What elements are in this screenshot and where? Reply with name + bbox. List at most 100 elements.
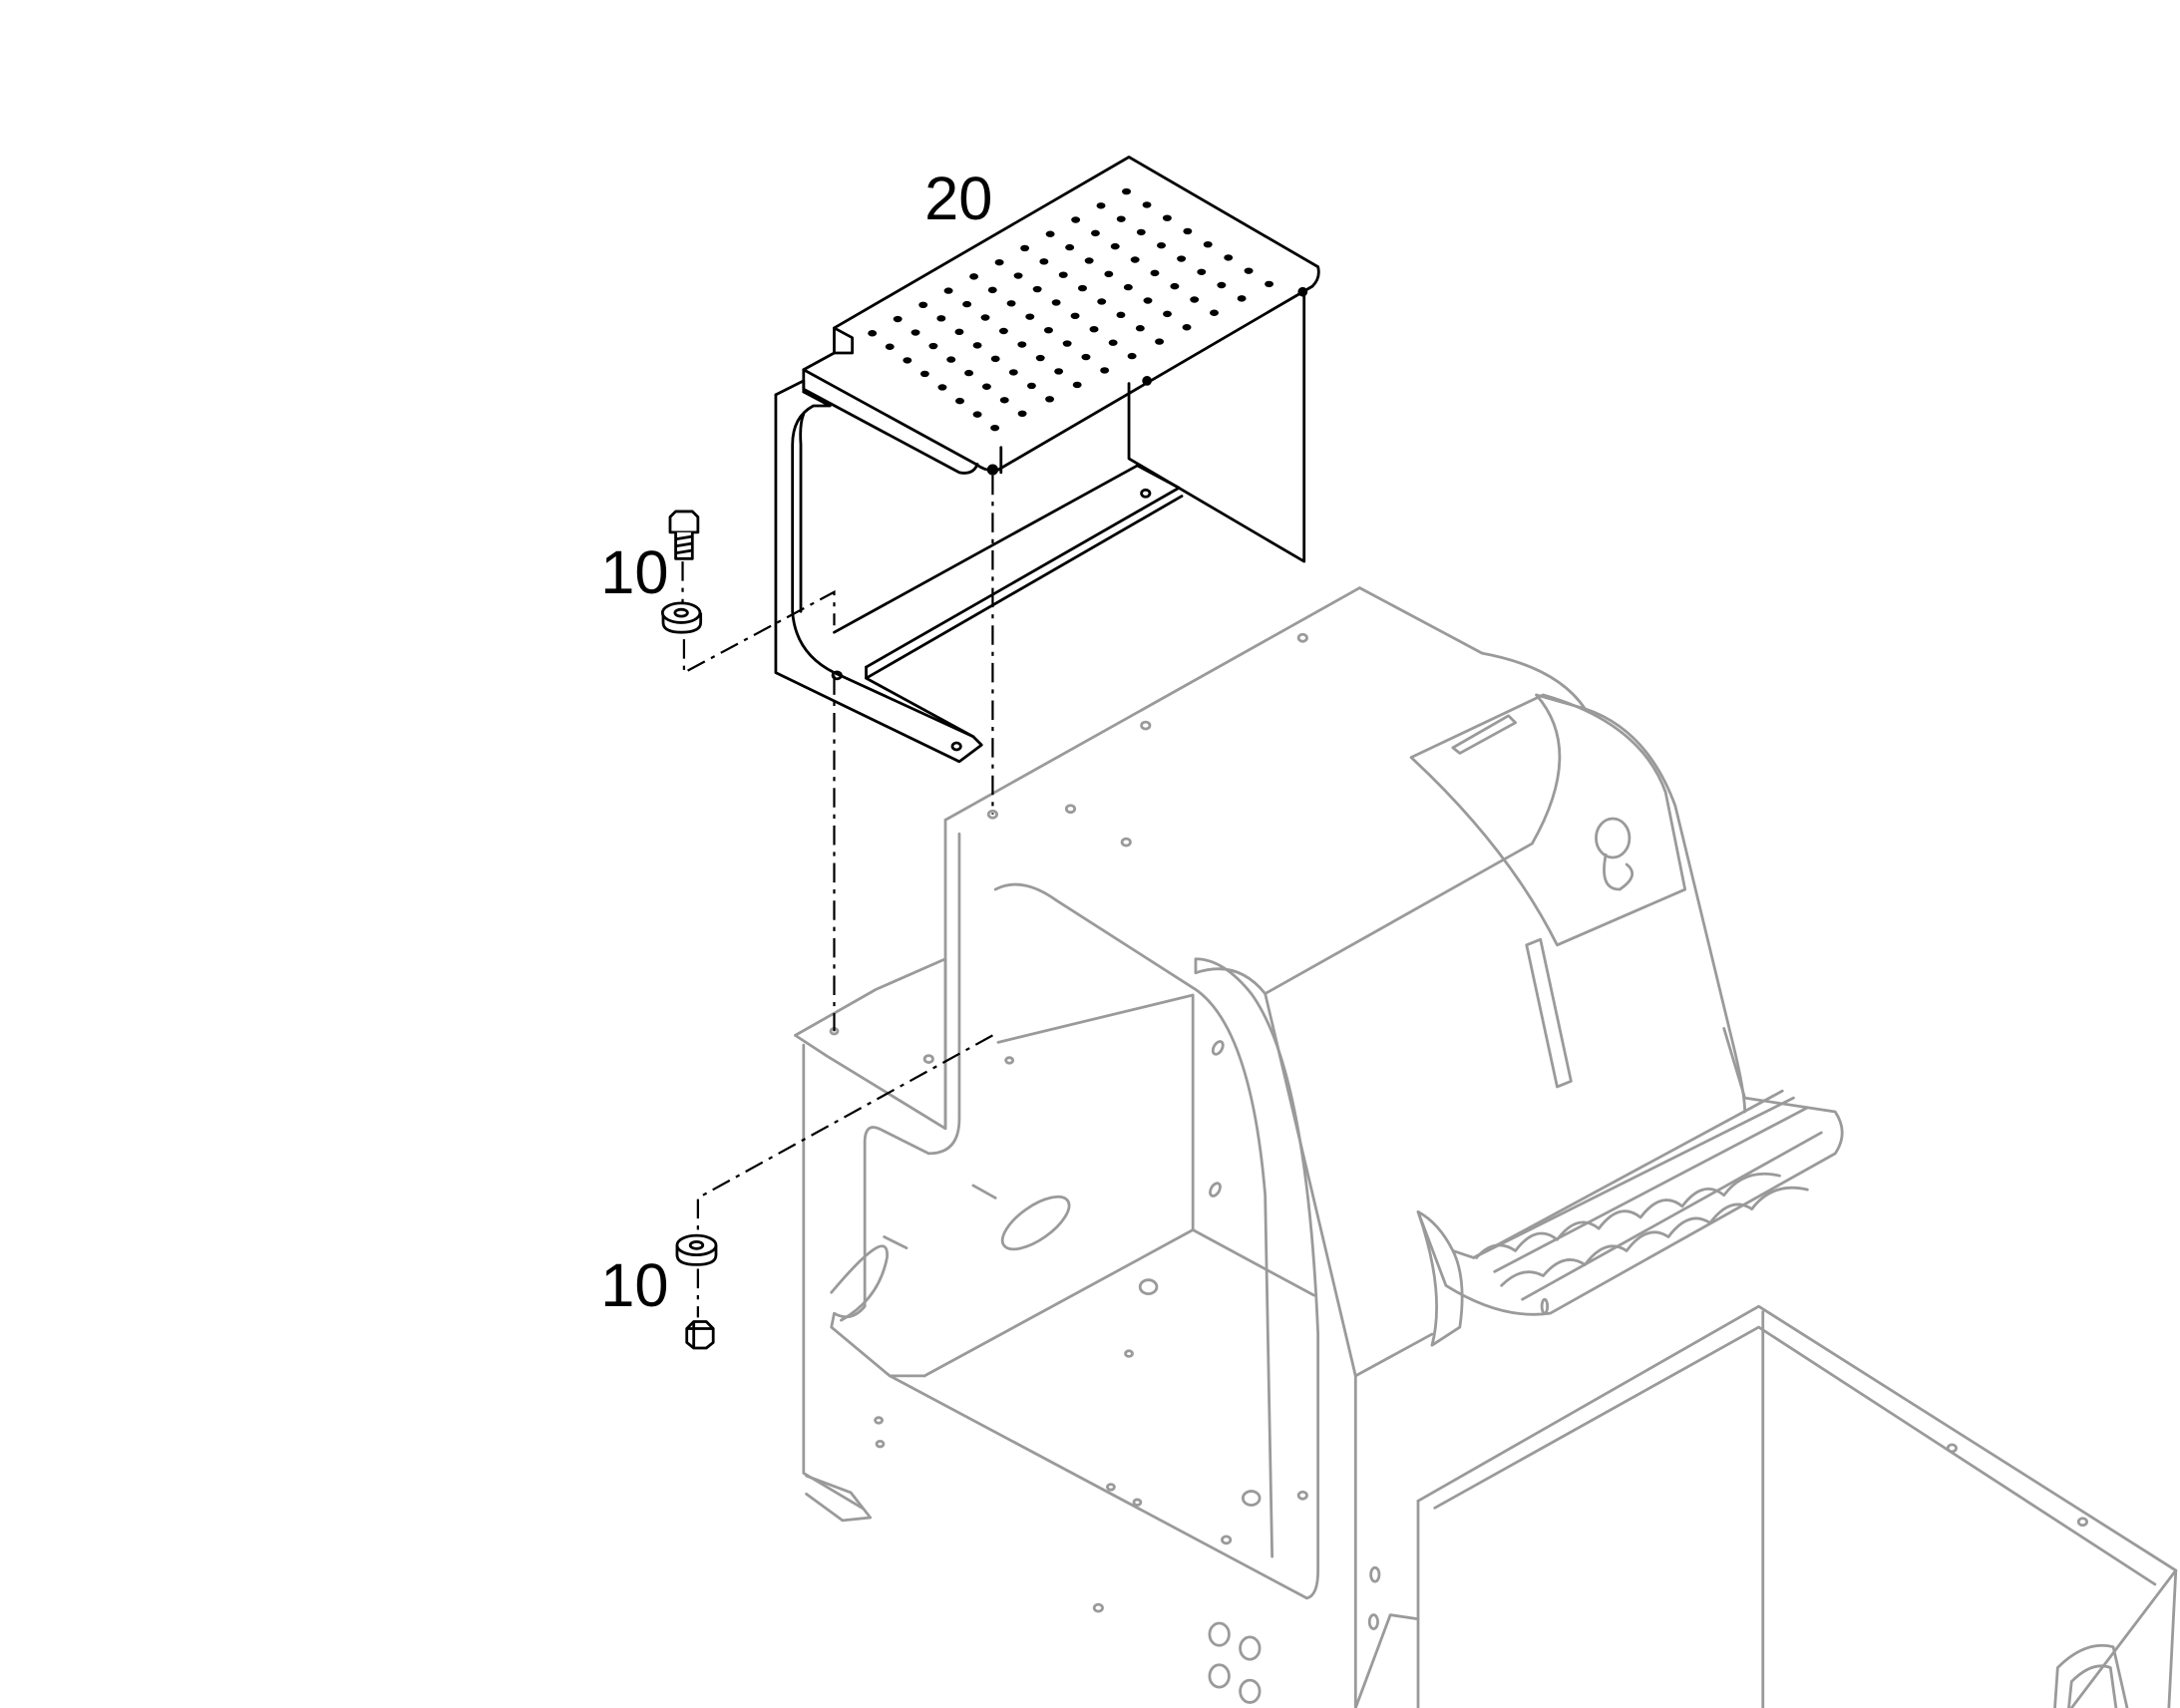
perforation-hole — [1170, 282, 1180, 290]
perforation-hole — [1142, 201, 1152, 208]
perforation-hole — [1155, 338, 1165, 345]
perforation-hole — [946, 356, 956, 363]
perforation-hole — [1130, 256, 1140, 263]
perforation-hole — [999, 397, 1009, 404]
perforation-hole — [987, 286, 997, 294]
tank-right-edge — [2167, 1568, 2178, 1708]
step-tread-2 — [1500, 1186, 1809, 1287]
tank-bottom-step — [1353, 1613, 1420, 1708]
perforation-hole — [981, 383, 991, 390]
frame-pin-1 — [971, 1184, 997, 1199]
perforation-hole — [1197, 268, 1207, 275]
perforation-hole — [1090, 229, 1100, 237]
perforation-hole — [1177, 255, 1187, 262]
perforation-hole — [990, 355, 1000, 363]
perforation-hole — [1072, 381, 1082, 389]
upper-washer — [660, 601, 703, 634]
upper-bolt — [668, 510, 700, 560]
cover-right-wall — [1127, 290, 1306, 563]
perforation-hole — [936, 315, 946, 322]
perforation-hole — [1039, 258, 1049, 265]
perforation-hole — [1025, 313, 1035, 320]
perforation-hole — [1104, 270, 1114, 278]
perforation-hole — [1043, 326, 1053, 334]
tank-lid-lip — [1433, 1325, 2157, 1586]
perforation-hole — [893, 315, 903, 323]
cover-left-wall — [774, 390, 983, 764]
perforation-hole — [980, 314, 990, 321]
frame-inner-box-floor — [1191, 1228, 1315, 1297]
hood-panel-handle — [1451, 714, 1517, 755]
perforation-hole — [1163, 310, 1172, 318]
cover-front-fold — [802, 368, 979, 475]
perforation-hole — [1084, 257, 1094, 264]
perforation-hole — [885, 343, 895, 350]
cover-flange-hole — [950, 741, 962, 752]
lower-washer — [675, 1233, 718, 1266]
perforation-hole — [937, 384, 947, 391]
frame-arch-panel — [830, 832, 1320, 1600]
perforation-hole — [1045, 396, 1055, 403]
perforation-hole — [928, 342, 938, 350]
centerline-lower — [696, 1034, 993, 1234]
perforation-hole — [1017, 341, 1027, 348]
perforation-hole — [1203, 240, 1213, 248]
step-tread-1 — [1475, 1172, 1781, 1259]
perforation-hole — [1065, 243, 1075, 251]
perforation-hole — [1162, 214, 1172, 221]
perforation-hole — [1150, 269, 1160, 277]
tank-top — [1416, 1304, 2178, 1708]
perforation-hole — [1035, 354, 1045, 362]
perforation-hole — [990, 424, 1000, 432]
perforation-hole — [1100, 367, 1110, 374]
perforation-hole — [1116, 215, 1126, 222]
assembly-centerlines — [681, 475, 994, 1318]
perforation-hole — [994, 258, 1004, 266]
frame-left-bracket — [794, 957, 947, 1131]
perforation-hole — [1026, 382, 1036, 390]
perforation-hole — [903, 357, 912, 364]
perforation-hole — [1217, 281, 1227, 289]
tank-fill-cap — [2053, 1643, 2129, 1708]
perforation-hole — [1017, 410, 1027, 418]
step-bracket — [1416, 1210, 1464, 1347]
callout-cover: 20 — [924, 164, 992, 232]
perforation-hole — [962, 300, 972, 308]
machine-frame-context — [794, 586, 2178, 1708]
perforation-hole — [1127, 352, 1137, 360]
frame-inner-box-top — [922, 993, 1195, 1378]
perforation-hole — [972, 411, 982, 418]
perforation-hole — [1096, 202, 1106, 209]
cover-corner-dot-3 — [1142, 376, 1153, 386]
perforation-hole — [1020, 244, 1030, 252]
frame-foot — [805, 1474, 873, 1523]
hood-top-curve — [1264, 693, 1747, 1114]
perforation-hole — [964, 369, 974, 377]
perforation-hole — [1210, 309, 1219, 316]
hood-latch-ring — [1595, 817, 1632, 859]
cover-corner-dot-1 — [986, 464, 998, 476]
perforation-hole — [969, 273, 979, 280]
hood-access-panel — [1409, 693, 1687, 947]
hood-shoulder — [1480, 651, 1587, 711]
perforation-hole — [1054, 368, 1064, 375]
perforation-hole — [1006, 300, 1016, 307]
perforation-hole — [868, 330, 878, 337]
perforation-hole — [1143, 297, 1153, 304]
step-frame — [1416, 1027, 1844, 1316]
perforation-hole — [1058, 271, 1068, 278]
perforation-hole — [1224, 254, 1234, 261]
hood-latch-key — [1603, 853, 1635, 891]
perforation-hole — [1237, 295, 1247, 302]
perforation-hole — [1097, 298, 1107, 305]
perforated-cover-part-20 — [774, 156, 1320, 764]
frame-side-slot — [1000, 1195, 1071, 1251]
perforation-hole — [998, 327, 1008, 335]
hood-vent-slot — [1525, 937, 1573, 1089]
frame-hook — [830, 1244, 889, 1322]
perforation-hole — [1051, 299, 1061, 306]
perforation-hole — [954, 328, 964, 336]
perforation-hole — [1182, 324, 1192, 331]
cover-corner-dot-2 — [1297, 286, 1308, 297]
